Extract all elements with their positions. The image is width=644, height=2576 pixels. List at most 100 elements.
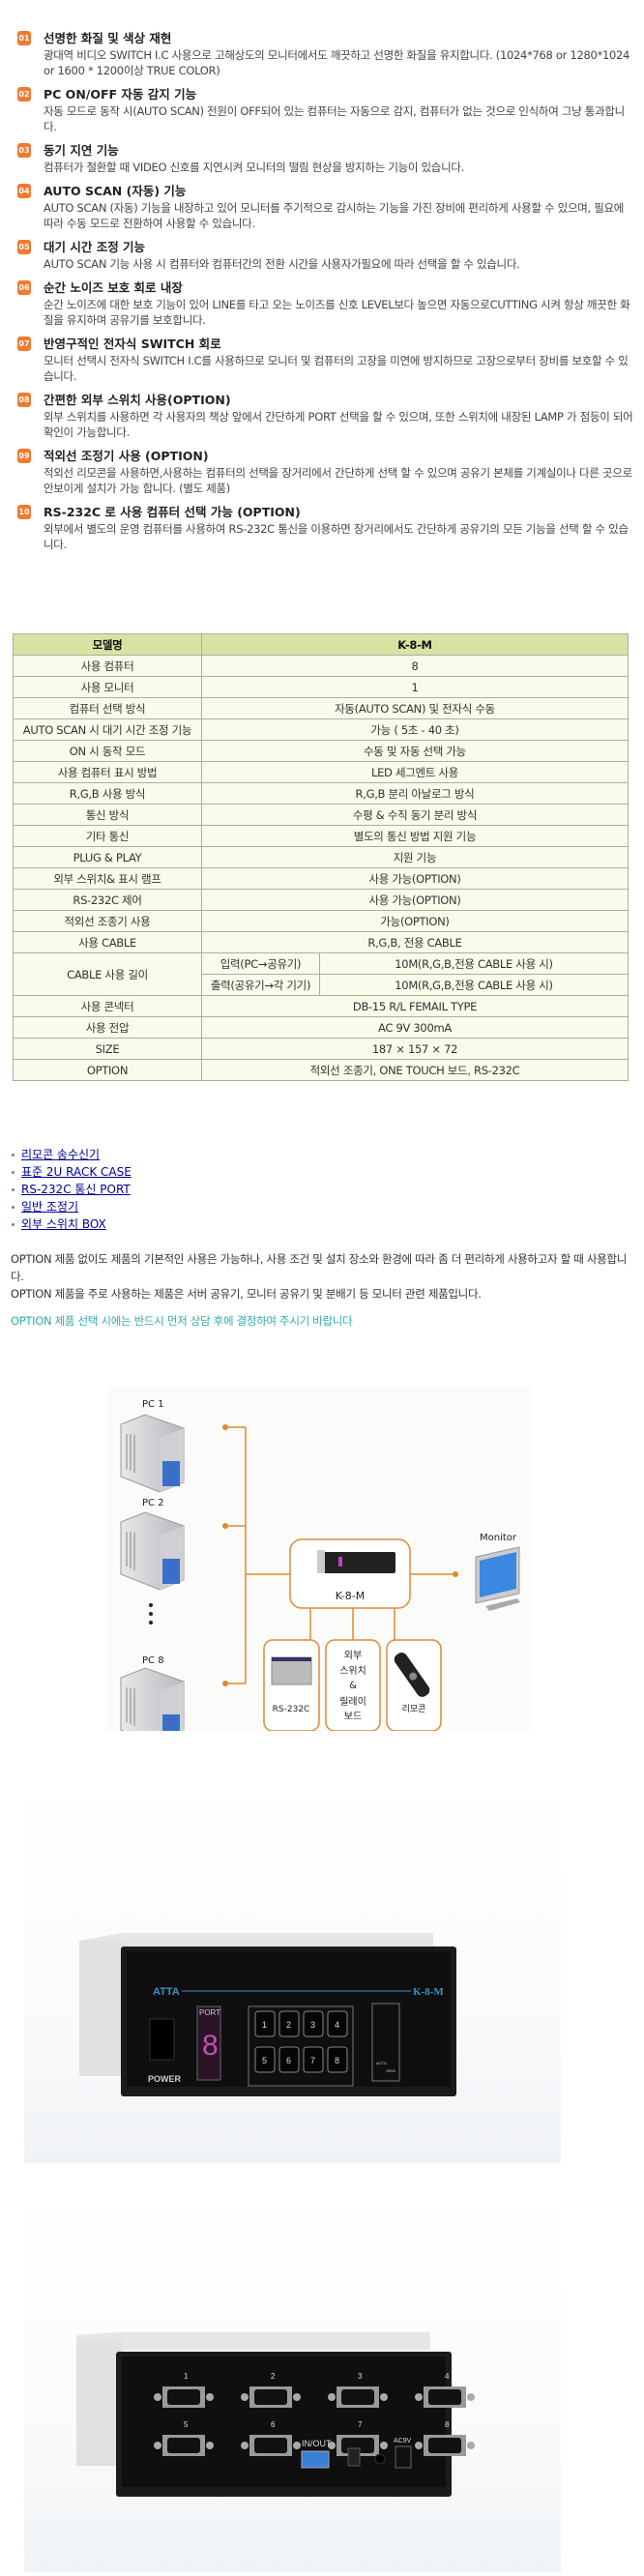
spec-label: 기타 통신 xyxy=(13,825,202,847)
spec-sublabel: 입력(PC→공유기) xyxy=(201,952,320,975)
pc1-label: PC 1 xyxy=(142,1399,164,1410)
vga-port-label: 2 xyxy=(271,2372,276,2381)
port-key-button xyxy=(254,2046,276,2073)
spec-label: 컴퓨터 선택 방식 xyxy=(13,697,202,719)
feature-title: 적외선 조정기 사용 (OPTION) xyxy=(44,449,209,463)
port-key-button xyxy=(327,2046,348,2073)
port-key-button xyxy=(254,2010,276,2037)
feature-title: 반영구적인 전자식 SWITCH 회로 xyxy=(44,337,221,351)
option-link[interactable]: 리모콘 송수신기 xyxy=(21,1148,101,1161)
power-jack xyxy=(395,2445,412,2469)
port-display xyxy=(196,2005,221,2081)
port-key-label: 2 xyxy=(286,2020,291,2030)
port-key-label: 4 xyxy=(335,2020,339,2030)
spec-value: 사용 가능(OPTION) xyxy=(201,867,629,890)
inout-port xyxy=(301,2450,330,2469)
feature-number-badge: 07 xyxy=(17,337,31,351)
option-link[interactable]: 일반 조정기 xyxy=(21,1200,79,1214)
spec-label: OPTION xyxy=(13,1059,202,1081)
dip-switch xyxy=(347,2447,361,2467)
port-key-label: 1 xyxy=(262,2020,267,2030)
connection-lines xyxy=(225,1426,455,1684)
device-thumbnail xyxy=(322,1552,395,1573)
connection-diagram: PC 1 PC 2 PC 8 K-8-M Monitor RS-232C 외부 … xyxy=(106,1386,532,1746)
pc8-label: PC 8 xyxy=(142,1655,164,1666)
option-paragraph-2: OPTION 제품을 주로 사용하는 제품은 서버 공유기, 모니터 공유기 및… xyxy=(11,1287,482,1301)
spec-value: 187 × 157 × 72 xyxy=(201,1038,629,1060)
port-key-label: 7 xyxy=(310,2056,315,2065)
spec-value: 수평 & 수직 동기 분리 방식 xyxy=(201,804,629,826)
port-label: PORT xyxy=(199,2008,220,2017)
port-key-label: 8 xyxy=(335,2056,339,2065)
key-panel xyxy=(248,2005,354,2087)
spec-value: R,G,B, 전용 CABLE xyxy=(201,931,629,953)
feature-title: PC ON/OFF 자동 감지 기능 xyxy=(44,87,197,102)
header-cell: K-8-M xyxy=(201,633,629,656)
rs232-screen-icon xyxy=(271,1656,312,1685)
vga-port-label: 1 xyxy=(184,2372,189,2381)
spec-value: DB-15 R/L FEMAIL TYPE xyxy=(201,995,629,1017)
option-paragraph-1: OPTION 제품 없이도 제품의 기본적인 사용은 가능하나, 사용 조건 및… xyxy=(11,1252,627,1283)
feature-number-badge: 06 xyxy=(17,280,31,295)
power-label: POWER xyxy=(148,2074,182,2084)
remote-label: 리모콘 xyxy=(402,1704,426,1714)
feature-number-badge: 08 xyxy=(17,393,31,407)
switch-label-5: 보드 xyxy=(344,1711,362,1722)
ellipsis-icon xyxy=(149,1603,153,1625)
spec-label: SIZE xyxy=(13,1038,202,1060)
spec-value: 지원 기능 xyxy=(201,846,629,868)
spec-value: 1 xyxy=(201,676,629,698)
spec-label: 사용 CABLE xyxy=(13,931,202,953)
feature-title: AUTO SCAN (자동) 기능 xyxy=(44,184,187,198)
ir-sensor xyxy=(374,2453,386,2465)
option-link[interactable]: 표준 2U RACK CASE xyxy=(21,1165,132,1179)
spec-value: 적외선 조종기, ONE TOUCH 보드, RS-232C xyxy=(201,1059,629,1081)
bullet-icon xyxy=(12,1154,15,1156)
option-link[interactable]: RS-232C 통신 PORT xyxy=(21,1183,131,1196)
bullet-icon xyxy=(12,1188,15,1191)
option-link-item: 표준 2U RACK CASE xyxy=(12,1163,132,1181)
spec-label: 사용 컴퓨터 xyxy=(13,655,202,677)
feature-title: 동기 지연 기능 xyxy=(44,143,119,158)
spec-value: 별도의 통신 방법 지원 기능 xyxy=(201,825,629,847)
spec-label: AUTO SCAN 시 대기 시간 조정 기능 xyxy=(13,718,202,741)
spec-label: PLUG & PLAY xyxy=(13,846,202,868)
port-key-label: 6 xyxy=(286,2056,291,2065)
pc1-icon xyxy=(120,1414,185,1493)
spec-value: 10M(R,G,B,전용 CABLE 사용 시) xyxy=(319,952,629,975)
rs232-box xyxy=(263,1639,320,1732)
option-link-item: 리모콘 송수신기 xyxy=(12,1146,132,1163)
option-description: OPTION 제품 없이도 제품의 기본적인 사용은 가능하나, 사용 조건 및… xyxy=(11,1250,639,1303)
port-key-button xyxy=(303,2046,324,2073)
power-switch xyxy=(149,2018,175,2061)
model-label: K-8-M xyxy=(413,1986,444,1998)
spec-label: 사용 전압 xyxy=(13,1016,202,1039)
vga-port-label: 4 xyxy=(445,2372,450,2381)
pc2-icon xyxy=(120,1511,185,1591)
monitor-label: Monitor xyxy=(480,1533,517,1543)
spec-value: 8 xyxy=(201,655,629,677)
spec-label: R,G,B 사용 방식 xyxy=(13,782,202,805)
spec-value: 가능 ( 5초 - 40 초) xyxy=(201,718,629,741)
option-link[interactable]: 외부 스위치 BOX xyxy=(21,1217,106,1231)
